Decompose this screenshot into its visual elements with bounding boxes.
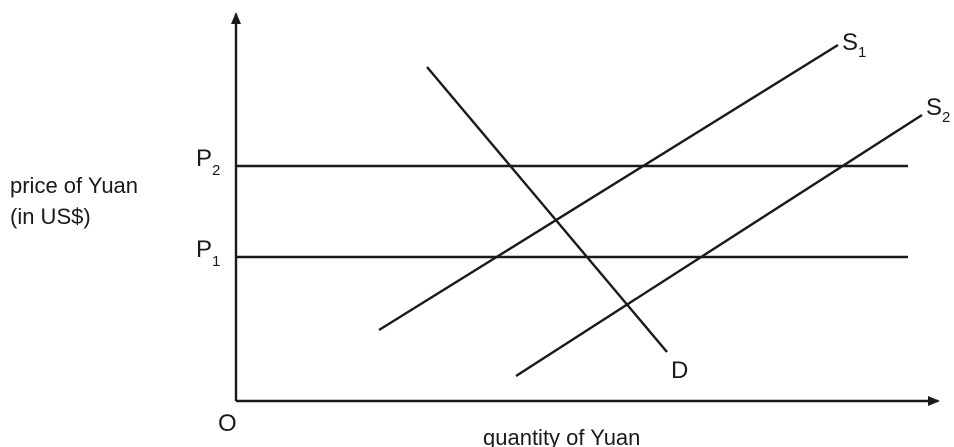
supply-curve-s2: [515, 113, 923, 378]
price-label-p2-sub: 2: [212, 162, 220, 179]
demand-curve-d: [426, 66, 668, 353]
curve-label-s1: S1: [842, 29, 866, 61]
supply-curve-s1: [378, 43, 839, 332]
price-label-p1: P1: [196, 236, 220, 270]
x-axis-title: quantity of Yuan: [483, 425, 640, 447]
price-label-p1-main: P: [196, 236, 212, 263]
y-axis-title-line2: (in US$): [10, 204, 91, 229]
curve-label-s2-sub: 2: [942, 109, 950, 126]
curve-label-s2-main: S: [926, 94, 942, 121]
y-axis-title-line1: price of Yuan: [10, 173, 138, 198]
curve-label-s1-main: S: [842, 29, 858, 56]
price-label-p2: P2: [196, 145, 220, 179]
origin-label: O: [218, 410, 237, 437]
curve-label-s2: S2: [926, 94, 950, 126]
price-label-p2-main: P: [196, 145, 212, 172]
curve-label-d: D: [671, 357, 688, 384]
price-label-p1-sub: 1: [212, 253, 220, 270]
curve-label-s1-sub: 1: [858, 44, 866, 61]
